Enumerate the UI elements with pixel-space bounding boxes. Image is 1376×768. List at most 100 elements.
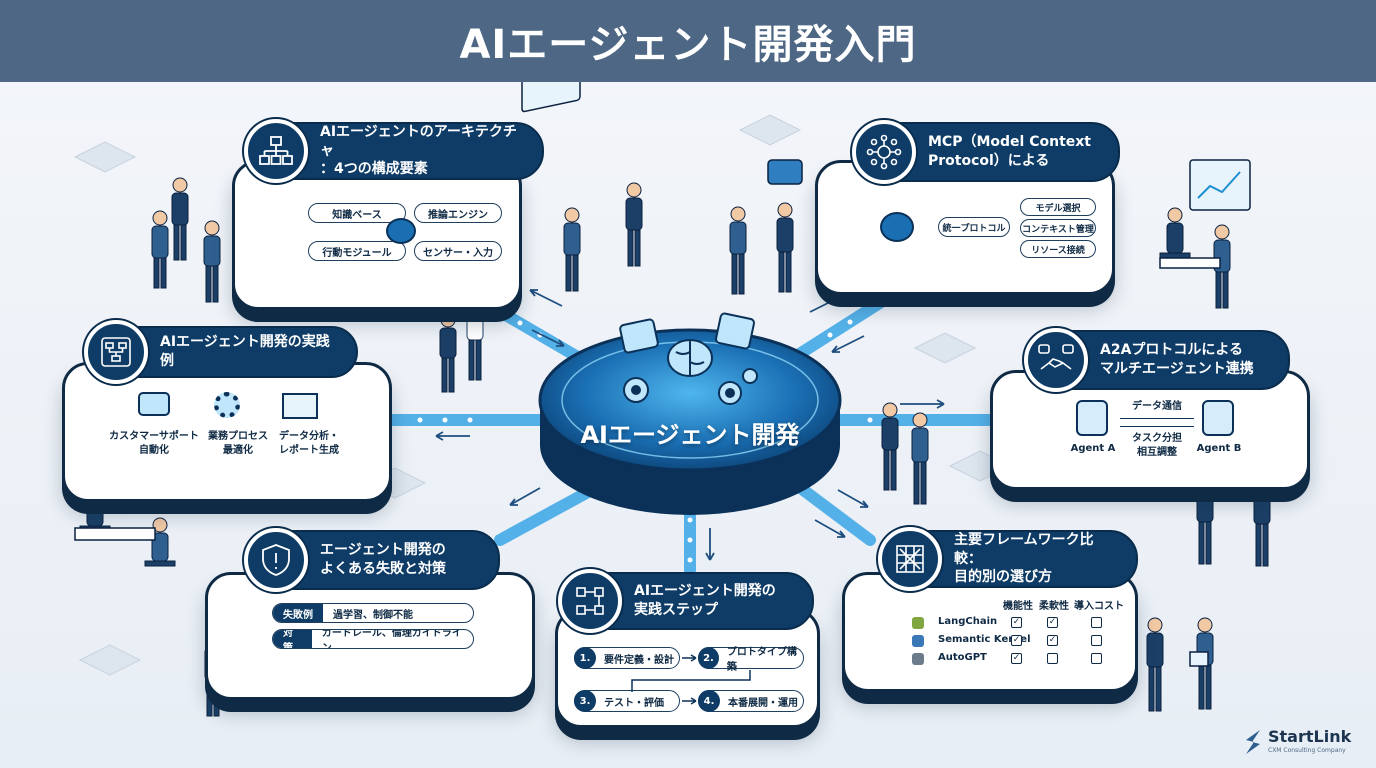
person-figure — [439, 312, 457, 393]
person-figure — [151, 210, 169, 289]
arrow — [831, 335, 865, 353]
example-1: カスタマーサポート自動化 — [109, 431, 199, 456]
mcp-title-1: MCP（Model Context — [928, 134, 1091, 151]
checked-box-icon: ✓ — [1047, 617, 1058, 628]
step-2: 2.プロトタイプ構築 — [698, 647, 804, 673]
arrow — [837, 489, 869, 508]
frameworks-title-2: 目的別の選び方 — [954, 569, 1052, 586]
architecture-label: AIエージェントのアーキテクチャ ：4つの構成要素 — [244, 119, 544, 183]
person-figure — [563, 207, 581, 292]
person-figure — [171, 177, 189, 261]
failures-title-1: エージェント開発の — [320, 542, 446, 559]
arrow — [900, 399, 945, 409]
step-1: 1.要件定義・設計 — [574, 647, 680, 669]
gear-icon — [742, 368, 758, 384]
checked-box-icon: ✓ — [1011, 653, 1022, 664]
failures-title-2: よくある失敗と対策 — [320, 561, 446, 577]
failure-row: 失敗例 過学習、制御不能 — [272, 603, 474, 623]
step-connectors — [631, 654, 751, 705]
person-figure — [776, 202, 794, 293]
example-3: データ分析・レポート生成 — [279, 431, 339, 456]
failure-tag: 失敗例 — [273, 604, 323, 622]
frameworks-title-1: 主要フレームワーク比較： — [954, 531, 1094, 567]
empty-box-icon — [1047, 653, 1058, 664]
person-figure — [911, 412, 929, 505]
failure-value: 過学習、制御不能 — [333, 609, 413, 621]
robot-b-icon — [1202, 400, 1234, 436]
desk — [74, 527, 156, 541]
countermeasure-tag: 対策 — [273, 630, 312, 648]
decor-diamond — [913, 332, 977, 364]
center-title: AIエージェント開発 — [580, 421, 800, 449]
architecture-title-2: ：4つの構成要素 — [320, 161, 428, 178]
countermeasure-value: ガードレール、倫理ガイドライン — [321, 629, 462, 649]
step-4: 4.本番展開・運用 — [698, 690, 804, 712]
example-2: 業務プロセス最適化 — [208, 431, 268, 456]
framework-name: AutoGPT — [938, 652, 987, 663]
logo-sub: CXM Consulting Company — [1268, 747, 1346, 754]
mcp-item-model: モデル選択 — [1020, 198, 1096, 216]
mcp-hub-pill: 統一プロトコル — [938, 217, 1010, 237]
dashboard-screen — [521, 82, 581, 113]
gear-icon — [214, 392, 240, 418]
node-inference-engine: 推論エンジン — [414, 203, 502, 223]
a2a-label: A2Aプロトコルによる マルチエージェント連携 — [1024, 328, 1290, 392]
examples-panel — [62, 362, 392, 502]
person-figure — [1159, 207, 1191, 259]
a2a-data-comm: データ通信 — [1132, 401, 1182, 412]
framework-logo-icon — [912, 617, 924, 629]
node-sensor-input: センサー・入力 — [414, 241, 502, 261]
robot-a-icon — [1076, 400, 1108, 436]
network-hub-icon — [852, 120, 916, 184]
steps-title-2: 実践ステップ — [634, 602, 718, 618]
shield-warning-icon — [244, 528, 308, 592]
empty-box-icon — [1091, 635, 1102, 646]
tablet — [1189, 651, 1209, 667]
chat-icon — [619, 318, 659, 354]
mcp-item-context: コンテキスト管理 — [1020, 219, 1096, 237]
checked-box-icon: ✓ — [1047, 635, 1058, 646]
arrow — [529, 289, 563, 307]
fw-col-cost: 導入コスト — [1074, 601, 1124, 612]
steps-title-1: AIエージェント開発の — [634, 583, 776, 600]
chart-icon — [282, 393, 318, 419]
empty-box-icon — [1091, 653, 1102, 664]
mcp-label: MCP（Model Context Protocol）による — [852, 120, 1120, 184]
decor-diamond — [73, 141, 137, 173]
arrow — [809, 295, 843, 313]
beam-mcp — [784, 284, 906, 366]
a2a-title-2: マルチエージェント連携 — [1100, 361, 1254, 377]
title-bar: AIエージェント開発入門 — [0, 0, 1376, 82]
node-action-module: 行動モジュール — [308, 241, 406, 261]
robots-handshake-icon — [1024, 328, 1088, 392]
architecture-title-1: AIエージェントのアーキテクチャ — [320, 123, 517, 159]
arrow-right — [1120, 418, 1194, 419]
process-steps-icon — [558, 569, 622, 633]
empty-box-icon — [1091, 617, 1102, 628]
arrow — [705, 528, 715, 561]
frameworks-panel — [842, 572, 1138, 692]
fw-col-flexibility: 柔軟性 — [1039, 601, 1069, 612]
fw-col-function: 機能性 — [1003, 601, 1033, 612]
arrow — [814, 519, 846, 538]
failures-label: エージェント開発の よくある失敗と対策 — [244, 528, 500, 592]
mcp-brain-icon — [880, 212, 914, 242]
brain-icon — [386, 218, 416, 244]
node-knowledge-base: 知識ベース — [308, 203, 406, 223]
frameworks-label: 主要フレームワーク比較： 目的別の選び方 — [878, 527, 1138, 591]
person-figure — [144, 517, 176, 567]
person-figure — [729, 206, 747, 295]
decor-diamond — [738, 114, 802, 146]
mcp-item-resource: リソース接続 — [1020, 240, 1096, 258]
logo-mark-icon — [1246, 730, 1260, 754]
person-figure — [625, 182, 643, 267]
page-title: AIエージェント開発入門 — [459, 22, 917, 68]
logo-name: StartLink — [1268, 727, 1352, 746]
framework-name: Semantic Kernel — [938, 634, 1031, 645]
chat-icon — [138, 392, 170, 416]
examples-title: AIエージェント開発の実践例 — [160, 334, 330, 369]
brain-screen-icon — [714, 312, 756, 350]
checked-box-icon: ✓ — [1011, 617, 1022, 628]
hierarchy-icon — [244, 119, 308, 183]
startlink-logo: StartLink CXM Consulting Company — [1242, 724, 1360, 760]
